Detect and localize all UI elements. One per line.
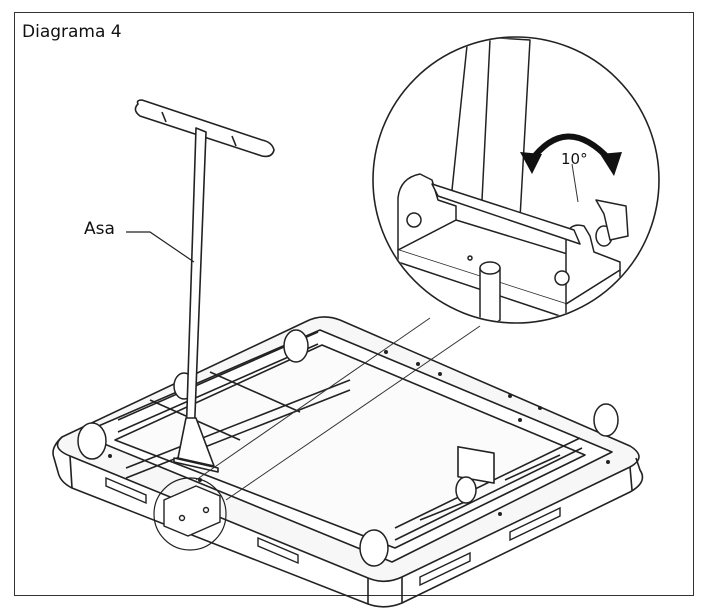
handle-label: Asa [84,219,115,239]
rotation-arrowhead-right-icon [600,152,622,176]
diagram-title: Diagrama 4 [22,22,122,42]
wheel-icon [359,529,389,567]
dolly-wheels [77,329,619,567]
wheel-icon [283,329,309,363]
rotation-arrowhead-left-icon [520,152,542,174]
side-handles [105,476,561,587]
rotation-angle-label: 10° [561,150,588,168]
magnified-detail [372,36,660,324]
handle-leader-line [126,231,195,263]
hinge-bracket [163,485,221,537]
dolly-frame [52,316,644,608]
wheel-icon [77,422,107,460]
projection-lines [195,317,481,501]
wheel-icon [593,403,619,437]
detail-indicator-circle [153,477,227,551]
wheel-icon [455,476,477,504]
bolt-holes [108,350,610,516]
handle [134,99,275,473]
angle-reference-line [571,163,579,203]
rotation-arrow [527,133,613,164]
